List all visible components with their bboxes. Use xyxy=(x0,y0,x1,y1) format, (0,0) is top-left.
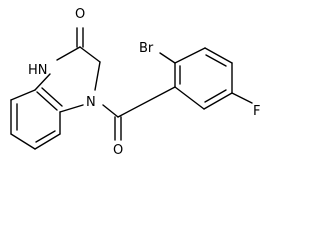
bond-c6r-cipso xyxy=(174,86,205,110)
bond-n4-cacyl xyxy=(102,104,119,118)
bond-c3r-c4r-inner xyxy=(205,54,227,67)
structure-diagram: O HN N Br O F xyxy=(10,7,260,158)
bond-c5r-f xyxy=(231,92,253,104)
atom-bromine: Br xyxy=(139,41,154,56)
bond-cbr-c3r xyxy=(174,47,206,64)
bond-n4-c4a xyxy=(59,104,84,113)
bond-c8a-c8 xyxy=(10,89,36,101)
bond-c2-c3 xyxy=(79,46,101,63)
bond-n1-c8a xyxy=(34,73,51,91)
atom-labels: O HN N Br O F xyxy=(28,7,260,158)
atom-nitrogen-h: HN xyxy=(28,63,48,78)
bond-c5r-c6r xyxy=(203,92,233,110)
atom-oxygen-top: O xyxy=(75,7,85,22)
bond-c8a-c4a-double-b xyxy=(41,87,63,107)
atom-oxygen-carbonyl: O xyxy=(113,143,123,158)
bond-c6-c5 xyxy=(34,133,61,150)
bond-c8a-c4a-double-a xyxy=(36,91,58,111)
molecule-canvas: O HN N Br O F xyxy=(10,7,260,158)
bond-c3r-c4r xyxy=(204,47,233,64)
atom-nitrogen: N xyxy=(86,95,96,110)
bond-c7-c6 xyxy=(10,133,36,150)
atom-fluorine: F xyxy=(253,104,260,119)
bond-c5r-c6r-inner xyxy=(204,89,227,103)
bond-c3-n4 xyxy=(94,61,101,91)
bond-cbr-br xyxy=(159,52,176,64)
bond-cacyl-cipso xyxy=(117,86,176,118)
bond-c2-n1 xyxy=(56,46,81,61)
bonds xyxy=(10,27,253,150)
bond-c6-c5-inner xyxy=(35,130,56,143)
